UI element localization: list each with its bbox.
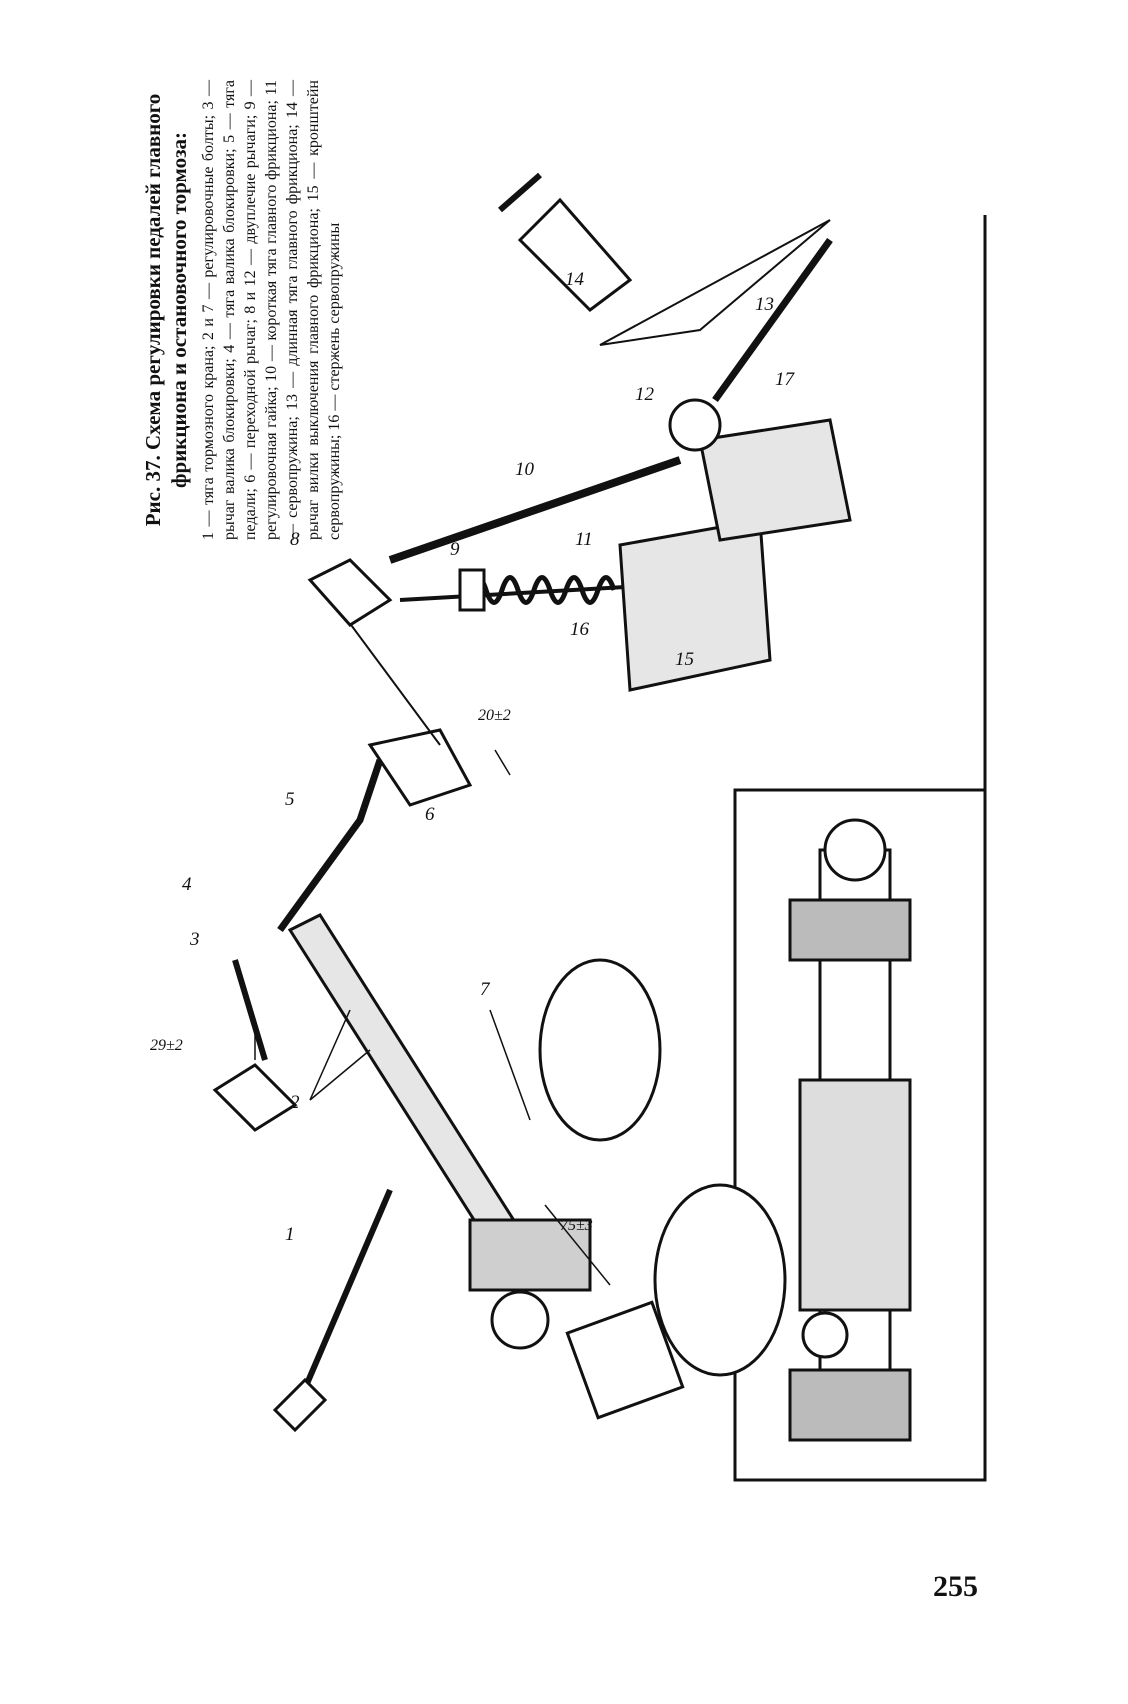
lever-14-shaft xyxy=(498,172,542,213)
footrest-block xyxy=(565,1300,685,1420)
callout-2: 2 xyxy=(290,1092,300,1113)
callout-4: 4 xyxy=(182,874,192,895)
callout-9: 9 xyxy=(450,539,460,560)
leader-2a xyxy=(309,1049,371,1101)
rod-10 xyxy=(388,456,682,564)
lever-8 xyxy=(307,558,393,627)
spring-bracket-15 xyxy=(618,518,772,692)
dimension-20: 20±2 xyxy=(478,707,511,724)
callout-3: 3 xyxy=(189,929,200,950)
shaft-sleeve xyxy=(798,1078,912,1312)
bracket-17 xyxy=(698,418,852,542)
rod-4 xyxy=(232,959,268,1061)
bracket-eye xyxy=(490,1290,550,1350)
page-number: 255 xyxy=(933,1570,978,1603)
housing-outline xyxy=(733,788,987,1482)
pedal-bracket xyxy=(468,1218,592,1292)
adjusting-nut-9 xyxy=(458,568,486,612)
bearing-top xyxy=(788,898,912,962)
dimension-29: 29±2 xyxy=(150,1037,183,1054)
dim-20-line xyxy=(494,749,511,776)
callout-1: 1 xyxy=(285,1224,295,1245)
callout-12: 12 xyxy=(635,384,655,405)
callout-7: 7 xyxy=(480,979,491,1000)
brake-pedal-pad xyxy=(653,1183,787,1377)
rod-1-clevis xyxy=(272,1377,328,1433)
dimension-75: 75±3 xyxy=(560,1217,593,1234)
callout-10: 10 xyxy=(515,459,535,480)
lever-6 xyxy=(367,728,473,807)
rod-13 xyxy=(712,237,833,403)
rod-1 xyxy=(297,1188,393,1402)
pedal-cross-shaft xyxy=(287,913,523,1247)
callout-14: 14 xyxy=(565,269,585,290)
callout-13: 13 xyxy=(755,294,774,315)
callout-15: 15 xyxy=(675,649,694,670)
shaft-pivot xyxy=(801,1311,849,1359)
callout-5: 5 xyxy=(285,789,295,810)
lever-12-hub xyxy=(668,398,722,452)
callout-11: 11 xyxy=(575,529,593,550)
clutch-pedal-pad xyxy=(538,958,662,1142)
rod-5 xyxy=(277,758,384,933)
callout-8: 8 xyxy=(290,529,300,550)
shaft-end-top xyxy=(823,818,887,882)
callout-16: 16 xyxy=(570,619,590,640)
leader-2b xyxy=(309,1009,351,1101)
callout-6: 6 xyxy=(425,804,435,825)
rod-16 xyxy=(399,583,661,602)
dim-75-line xyxy=(544,1204,611,1286)
leader-7 xyxy=(489,1009,531,1121)
inset-triangle xyxy=(599,219,831,346)
link-6-8 xyxy=(339,609,441,746)
lever-3 xyxy=(212,1063,298,1132)
callout-17: 17 xyxy=(775,369,796,390)
bearing-bottom xyxy=(788,1368,912,1442)
servo-spring-11 xyxy=(467,575,617,605)
lever-14 xyxy=(517,197,633,312)
